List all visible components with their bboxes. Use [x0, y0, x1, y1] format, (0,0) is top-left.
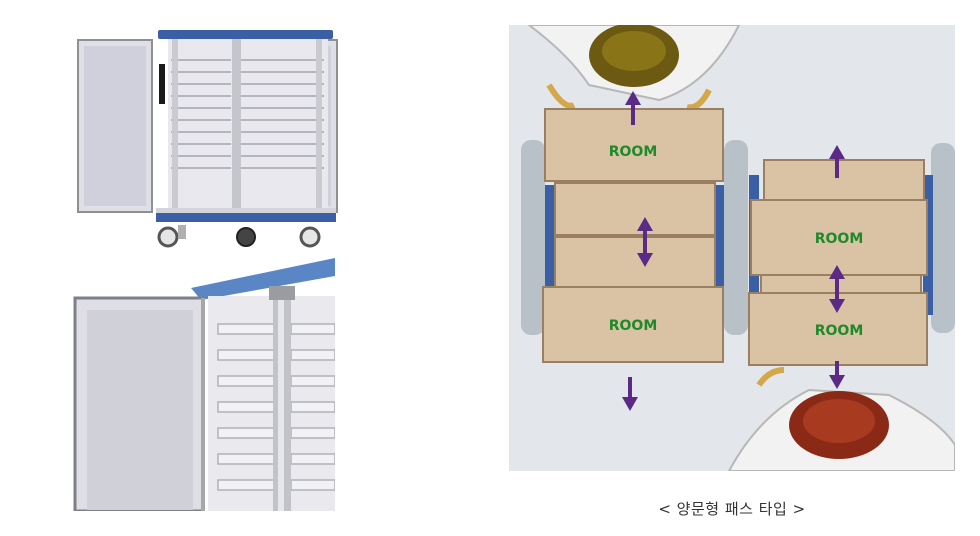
door-closeup-photo — [73, 258, 335, 511]
arrow-updown-icon — [829, 265, 845, 313]
arrow-down-icon — [829, 361, 845, 389]
arrow-up-icon — [829, 145, 845, 178]
room-label-top-left: ROOM — [609, 144, 658, 160]
room-label-bottom-right: ROOM — [815, 323, 864, 339]
person-top-illustration — [527, 25, 741, 111]
arrow-up-icon — [625, 91, 641, 125]
pass-type-diagram: ROOM ROOM ROOM ROOM — [509, 25, 955, 471]
room-label-top-right: ROOM — [815, 231, 864, 247]
cart-photo — [77, 30, 338, 248]
arrow-updown-icon — [637, 217, 653, 267]
arrow-down-icon — [622, 377, 638, 411]
person-bottom-illustration — [727, 367, 955, 471]
room-label-bottom-left: ROOM — [609, 318, 658, 334]
diagram-caption: < 양문형 패스 타입 > — [658, 500, 806, 518]
